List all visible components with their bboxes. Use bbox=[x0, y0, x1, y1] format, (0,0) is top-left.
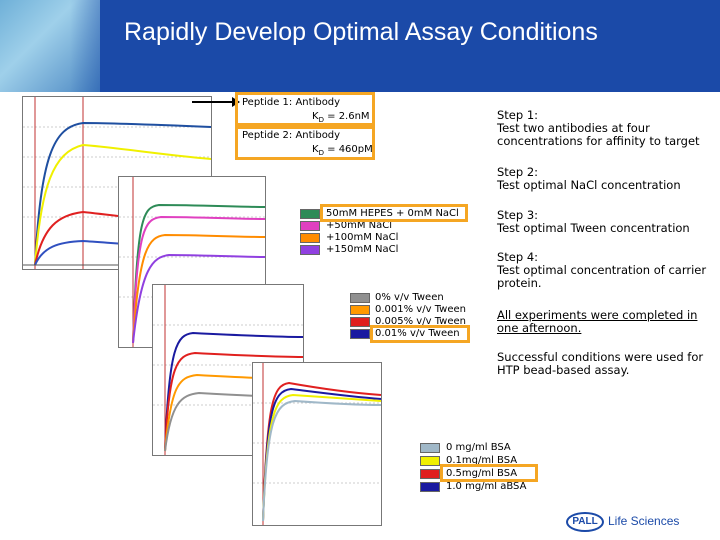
legend-label: 0.001% v/v Tween bbox=[375, 304, 466, 315]
legend-label: +50mM NaCl bbox=[326, 220, 393, 231]
legend-swatch bbox=[420, 456, 440, 466]
legend-swatch bbox=[300, 209, 320, 219]
legend-label: 0.5mg/ml BSA bbox=[446, 468, 518, 479]
peptide-1-kd: KD = 2.6nM bbox=[312, 111, 370, 124]
highlight-nacl bbox=[320, 204, 468, 222]
legend-label: 50mM HEPES + 0mM NaCl bbox=[326, 208, 459, 219]
legend-swatch bbox=[300, 221, 320, 231]
step-3-text: Step 3: Test optimal Tween concentration bbox=[497, 208, 690, 235]
legend-swatch bbox=[350, 329, 370, 339]
legend-swatch bbox=[300, 245, 320, 255]
step-1-text: Step 1: Test two antibodies at four conc… bbox=[497, 108, 700, 148]
peptide-2-kd: KD = 460pM bbox=[312, 144, 373, 157]
highlight-peptide-1 bbox=[235, 92, 375, 126]
legend-swatch bbox=[420, 482, 440, 492]
legend-swatch bbox=[420, 469, 440, 479]
legend-swatch bbox=[350, 293, 370, 303]
legend-label: 0.1mg/ml BSA bbox=[446, 455, 518, 466]
highlight-tween bbox=[370, 325, 470, 343]
legend-swatch bbox=[420, 443, 440, 453]
page-title: Rapidly Develop Optimal Assay Conditions bbox=[124, 18, 598, 46]
legend-label: +100mM NaCl bbox=[326, 232, 399, 243]
highlight-peptide-2 bbox=[235, 126, 375, 160]
step-4-text: Step 4: Test optimal concentration of ca… bbox=[497, 250, 707, 290]
afternoon-note: All experiments were completed in one af… bbox=[497, 308, 698, 335]
sensorgram-panel-bsa bbox=[252, 362, 382, 526]
legend-label: +150mM NaCl bbox=[326, 244, 399, 255]
legend-swatch bbox=[350, 305, 370, 315]
legend-label: 0 mg/ml BSA bbox=[446, 442, 511, 453]
legend-swatch bbox=[350, 317, 370, 327]
header-bar: Rapidly Develop Optimal Assay Conditions bbox=[0, 0, 720, 92]
arrow-peptide-1 bbox=[192, 101, 236, 103]
brand-text: Life Sciences bbox=[608, 514, 680, 528]
legend-label: 1.0 mg/ml aBSA bbox=[446, 481, 527, 492]
pall-logo: PALL bbox=[566, 512, 604, 532]
legend-label: 0.005% v/v Tween bbox=[375, 316, 466, 327]
peptide-1-label: Peptide 1: Antibody bbox=[242, 97, 341, 108]
peptide-2-label: Peptide 2: Antibody bbox=[242, 130, 341, 141]
highlight-bsa bbox=[440, 464, 538, 482]
step-2-text: Step 2: Test optimal NaCl concentration bbox=[497, 165, 681, 192]
legend-label: 0% v/v Tween bbox=[375, 292, 444, 303]
htp-note: Successful conditions were used for HTP … bbox=[497, 350, 704, 377]
legend-label: 0.01% v/v Tween bbox=[375, 328, 460, 339]
legend-swatch bbox=[300, 233, 320, 243]
